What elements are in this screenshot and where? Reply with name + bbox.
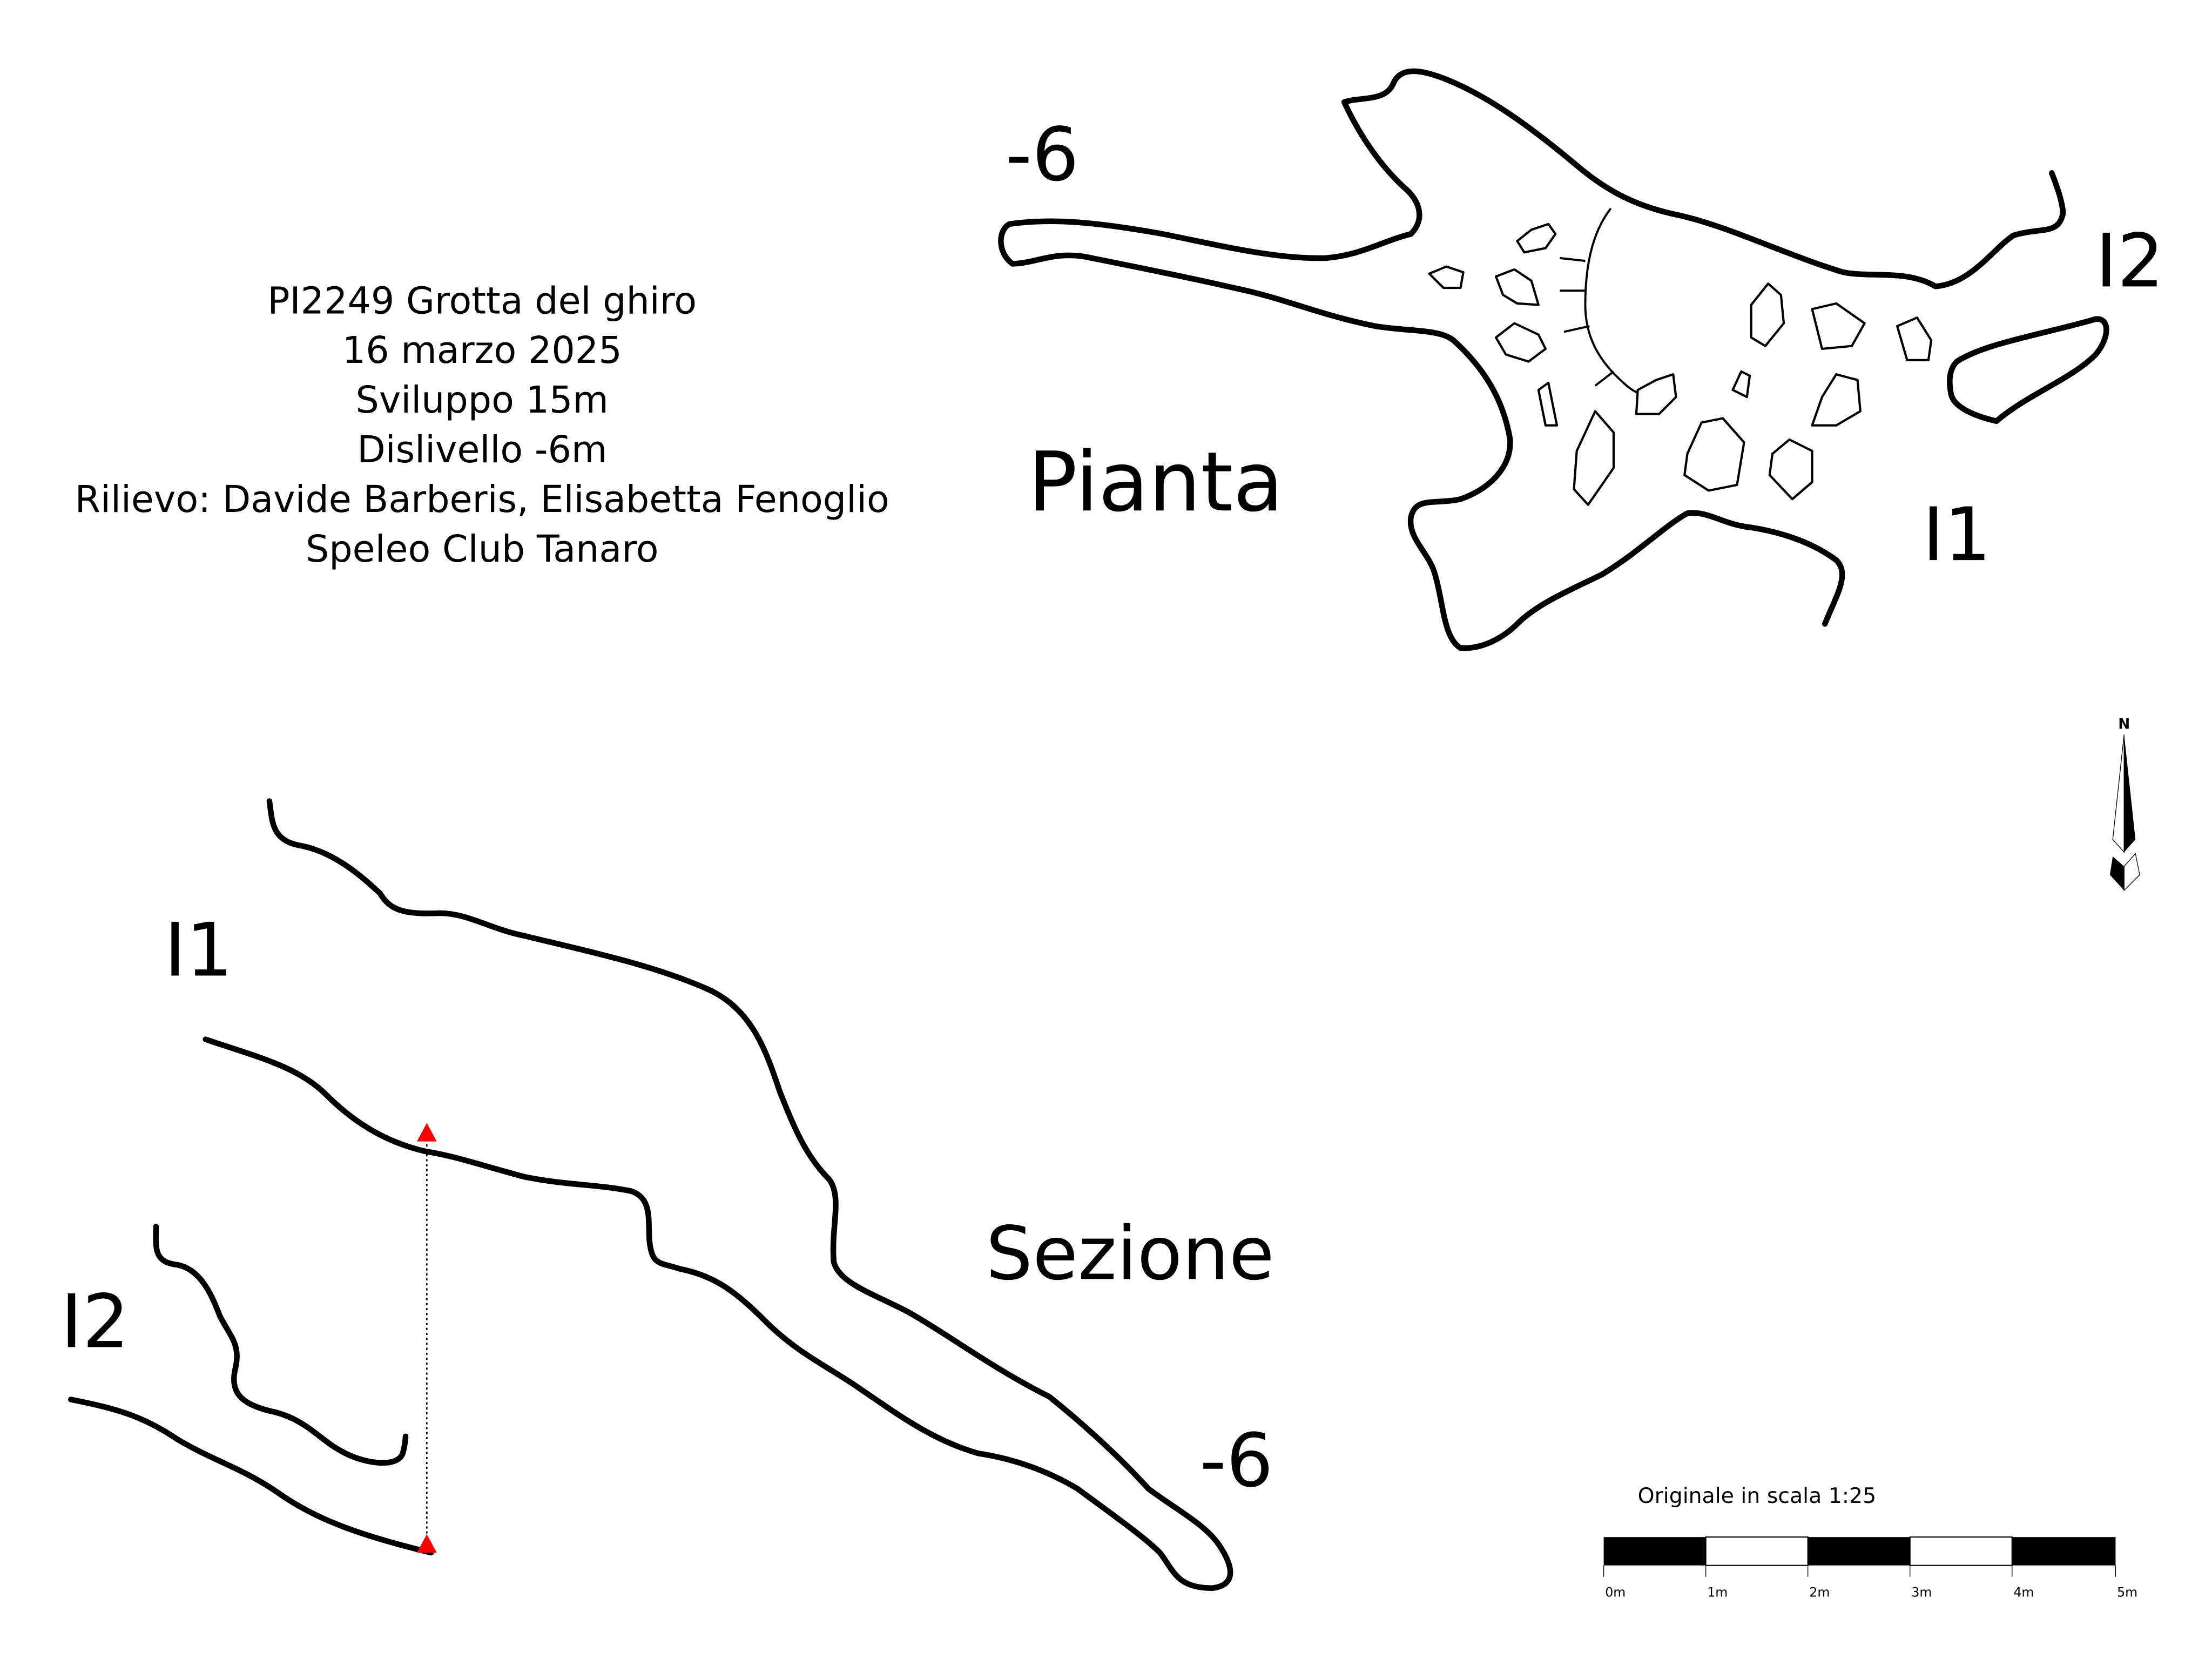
plan-view: -6 Pianta I2 I1: [998, 68, 2164, 651]
survey-station-marker: [416, 1123, 437, 1142]
scale-tick-label: 1m: [1707, 1584, 1728, 1600]
north-label: N: [2118, 717, 2130, 733]
section-ceiling: [203, 798, 1233, 1591]
plan-entrance-i2-loop: [1947, 316, 2109, 424]
section-depth-label: -6: [1199, 1418, 1273, 1504]
plan-entrance-i1-label: I1: [1923, 492, 1991, 578]
plan-wall-upper: [1007, 68, 2066, 289]
plan-wall-lower: [998, 221, 1845, 651]
north-arrow-icon: [2112, 734, 2125, 853]
scale-tick-label: 3m: [1911, 1584, 1932, 1600]
plan-slope-ticks: [1559, 257, 1615, 387]
section-label: Sezione: [986, 1211, 1274, 1297]
title-block: PI2249 Grotta del ghiro 16 marzo 2025 Sv…: [75, 280, 889, 570]
scale-bar: Originale in scala 1:25 0m 1m 2m 3m 4m 5…: [1603, 1483, 2137, 1600]
depth: Dislivello -6m: [357, 429, 607, 471]
plan-entrance-i2-label: I2: [2095, 218, 2164, 304]
section-entrance-i1-label: I1: [164, 907, 233, 993]
section-floor: [68, 1397, 434, 1556]
plan-boulders: [1428, 222, 1933, 506]
surveyors: Rilievo: Davide Barberis, Elisabetta Fen…: [75, 478, 889, 521]
north-arrow: N: [2109, 717, 2140, 892]
scale-tick-label: 5m: [2117, 1584, 2137, 1600]
plan-slope-line: [1584, 207, 1648, 399]
section-view: I1 I2 Sezione -6: [60, 798, 1274, 1591]
scale-tick-label: 2m: [1809, 1584, 1830, 1600]
section-entrance-i2-label: I2: [60, 1279, 129, 1365]
survey-date: 16 marzo 2025: [342, 329, 622, 372]
scale-tick-label: 4m: [2013, 1584, 2034, 1600]
plan-depth-label: -6: [1006, 112, 1079, 198]
plan-label: Pianta: [1028, 434, 1284, 530]
section-entrance-i2-wall: [153, 1223, 409, 1466]
scale-tick-label: 0m: [1605, 1584, 1626, 1600]
scale-caption: Originale in scala 1:25: [1638, 1483, 1877, 1508]
club: Speleo Club Tanaro: [306, 528, 659, 571]
cave-name: PI2249 Grotta del ghiro: [267, 280, 697, 322]
survey-station-marker: [416, 1534, 437, 1553]
development: Sviluppo 15m: [356, 379, 609, 422]
